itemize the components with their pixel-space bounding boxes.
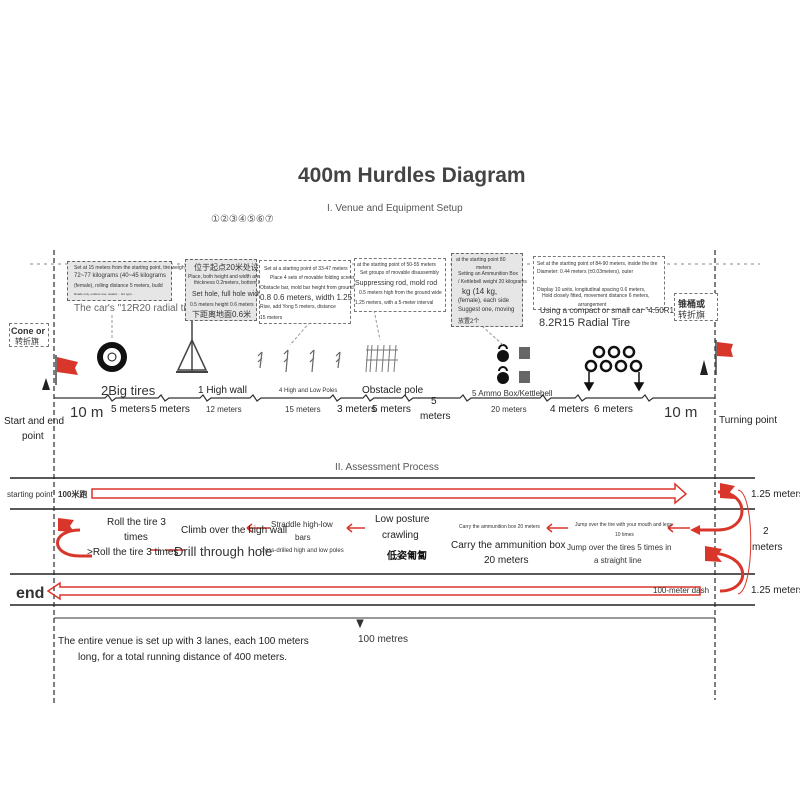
jump-tire-small-label-1: Jump over the tire with your mouth and l…: [575, 522, 672, 528]
jump-tires-label-1: Jump over the tires 5 times in: [567, 543, 672, 552]
tires-row-caption-1: Using a compact or small car "4.50R12-: [540, 306, 682, 315]
cone-left-callout: Cone or 转折旗: [9, 323, 49, 347]
callout-pointers: [111, 309, 504, 346]
hundred-metres-label: 100 metres: [358, 634, 409, 645]
lane-width-top: 1.25 meters: [751, 489, 800, 500]
straddle-label-1: Straddle high-low: [271, 520, 333, 529]
lane-width-bottom: 1.25 meters: [751, 585, 800, 596]
carry-ammo-label-1: Carry the ammunition box: [451, 540, 566, 551]
turn-flag-icon: [700, 340, 733, 375]
low-crawl-cn-label: 低姿匍匐: [387, 551, 427, 562]
poles-callout: Set at a starting point of 33-47 meters …: [259, 260, 358, 324]
distance-20m: 20 meters: [491, 405, 527, 414]
lane1-arrow-icon: [91, 482, 688, 505]
lane-gap-unit: meters: [752, 542, 783, 553]
section1-title: I. Venue and Equipment Setup: [327, 203, 463, 214]
straddle-label-2: bars: [295, 533, 311, 542]
kettlebell-icon: [497, 344, 509, 384]
tire-row-icon: [584, 345, 643, 373]
ammo-callout: at the starting point 80 meters Setting …: [451, 253, 527, 327]
distance-line: [54, 394, 715, 402]
obstacle-pole-label: Obstacle pole: [362, 385, 424, 396]
lane-bracket-icon: [737, 489, 752, 595]
crawl-callout: at the starting point of 50-55 meters Se…: [354, 258, 446, 312]
low-crawl-label-1: Low posture: [375, 514, 430, 525]
high-wall-icon: [176, 320, 208, 373]
tire-row-arrows-icon: [583, 372, 645, 392]
big-tire-icon: [97, 342, 127, 372]
distance-5m-b: 5 meters: [151, 404, 190, 415]
drill-hole-label: Drill through hole: [174, 544, 273, 559]
turning-point-label: Turning point: [719, 415, 777, 426]
distance-end-10m: 10 m: [664, 404, 698, 421]
bottom-bracket: [54, 617, 715, 629]
lane3-arrow-icon: [46, 581, 701, 601]
tire-callout: Set at 15 meters from the starting point…: [67, 261, 187, 301]
distance-5m-a: 5 meters: [111, 404, 150, 415]
big-tires-label: 2Big tires: [101, 383, 156, 398]
cone-right-callout: 锥桶或 转折旗: [674, 293, 718, 321]
dash-100-en-label: 100-meter dash: [653, 586, 710, 595]
jump-tires-label-2: a straight line: [594, 556, 642, 565]
footnote-line-1: The entire venue is set up with 3 lanes,…: [58, 636, 309, 647]
distance-12m: 12 meters: [206, 405, 242, 414]
distance-5m-d-unit: meters: [420, 411, 451, 422]
distance-15m: 15 meters: [285, 405, 321, 414]
tire-caption: The car's "12R20 radial tire": [74, 303, 199, 314]
roll-tire-label-2: times: [124, 532, 148, 543]
distance-5m-c: 5 meters: [372, 404, 411, 415]
carry-ammo-small-label: Carry the ammunition box 20 meters: [459, 524, 540, 530]
end-label: end: [16, 585, 45, 602]
high-wall-label: 1 High wall: [198, 385, 247, 396]
footnote-line-2: long, for a total running distance of 40…: [78, 652, 288, 663]
distance-start-10m: 10 m: [70, 404, 104, 421]
distance-6m: 6 meters: [594, 404, 633, 415]
carry-ammo-label-2: 20 meters: [484, 555, 529, 566]
start-end-label-2: point: [22, 431, 44, 442]
circled-numbers: ①②③④⑤⑥⑦: [211, 214, 274, 225]
ammo-box-icon: [519, 347, 530, 383]
start-end-label-1: Start and end: [4, 416, 65, 427]
uturn-right-bottom-icon: [707, 551, 745, 593]
dash-100-cn-label: 100米跑: [58, 490, 88, 499]
diagram-title: 400m Hurdles Diagram: [298, 164, 526, 187]
cross-drill-label: cross-drilled high and low poles: [260, 548, 344, 554]
climb-wall-label: Climb over the high wall: [181, 525, 288, 536]
tires-row-callout: Set at the starting point of 84-90 meter…: [533, 256, 665, 310]
ammo-box-label: 5 Ammo Box/Kettlebell: [472, 389, 553, 398]
start-flag-icon: [42, 355, 78, 390]
obstacle-pole-icon: [365, 344, 398, 373]
distance-3m: 3 meters: [337, 404, 376, 415]
hurdle-poles-icon: [257, 349, 341, 373]
high-low-poles-label: 4 High and Low Poles: [279, 388, 338, 394]
distance-5m-d-num: 5: [431, 396, 437, 407]
jump-tire-small-label-2: 10 times: [615, 532, 634, 538]
lane2-arrows-icon: [150, 523, 690, 551]
roll-tire-label-1: Roll the tire 3: [107, 517, 166, 528]
lane-gap-value: 2: [763, 526, 769, 537]
low-crawl-label-2: crawling: [382, 530, 419, 541]
starting-point-label: starting point: [7, 490, 53, 499]
lane-lines: [10, 477, 755, 606]
wall-callout: 位于起点20米处设置 Place, both height and width …: [185, 259, 280, 321]
tires-row-caption-2: 8.2R15 Radial Tire: [539, 317, 631, 329]
distance-4m: 4 meters: [550, 404, 589, 415]
roll-tire-back-label: >Roll the tire 3 times: [87, 547, 179, 558]
section2-title: II. Assessment Process: [335, 462, 439, 473]
lane-flags-icon: [58, 483, 735, 562]
